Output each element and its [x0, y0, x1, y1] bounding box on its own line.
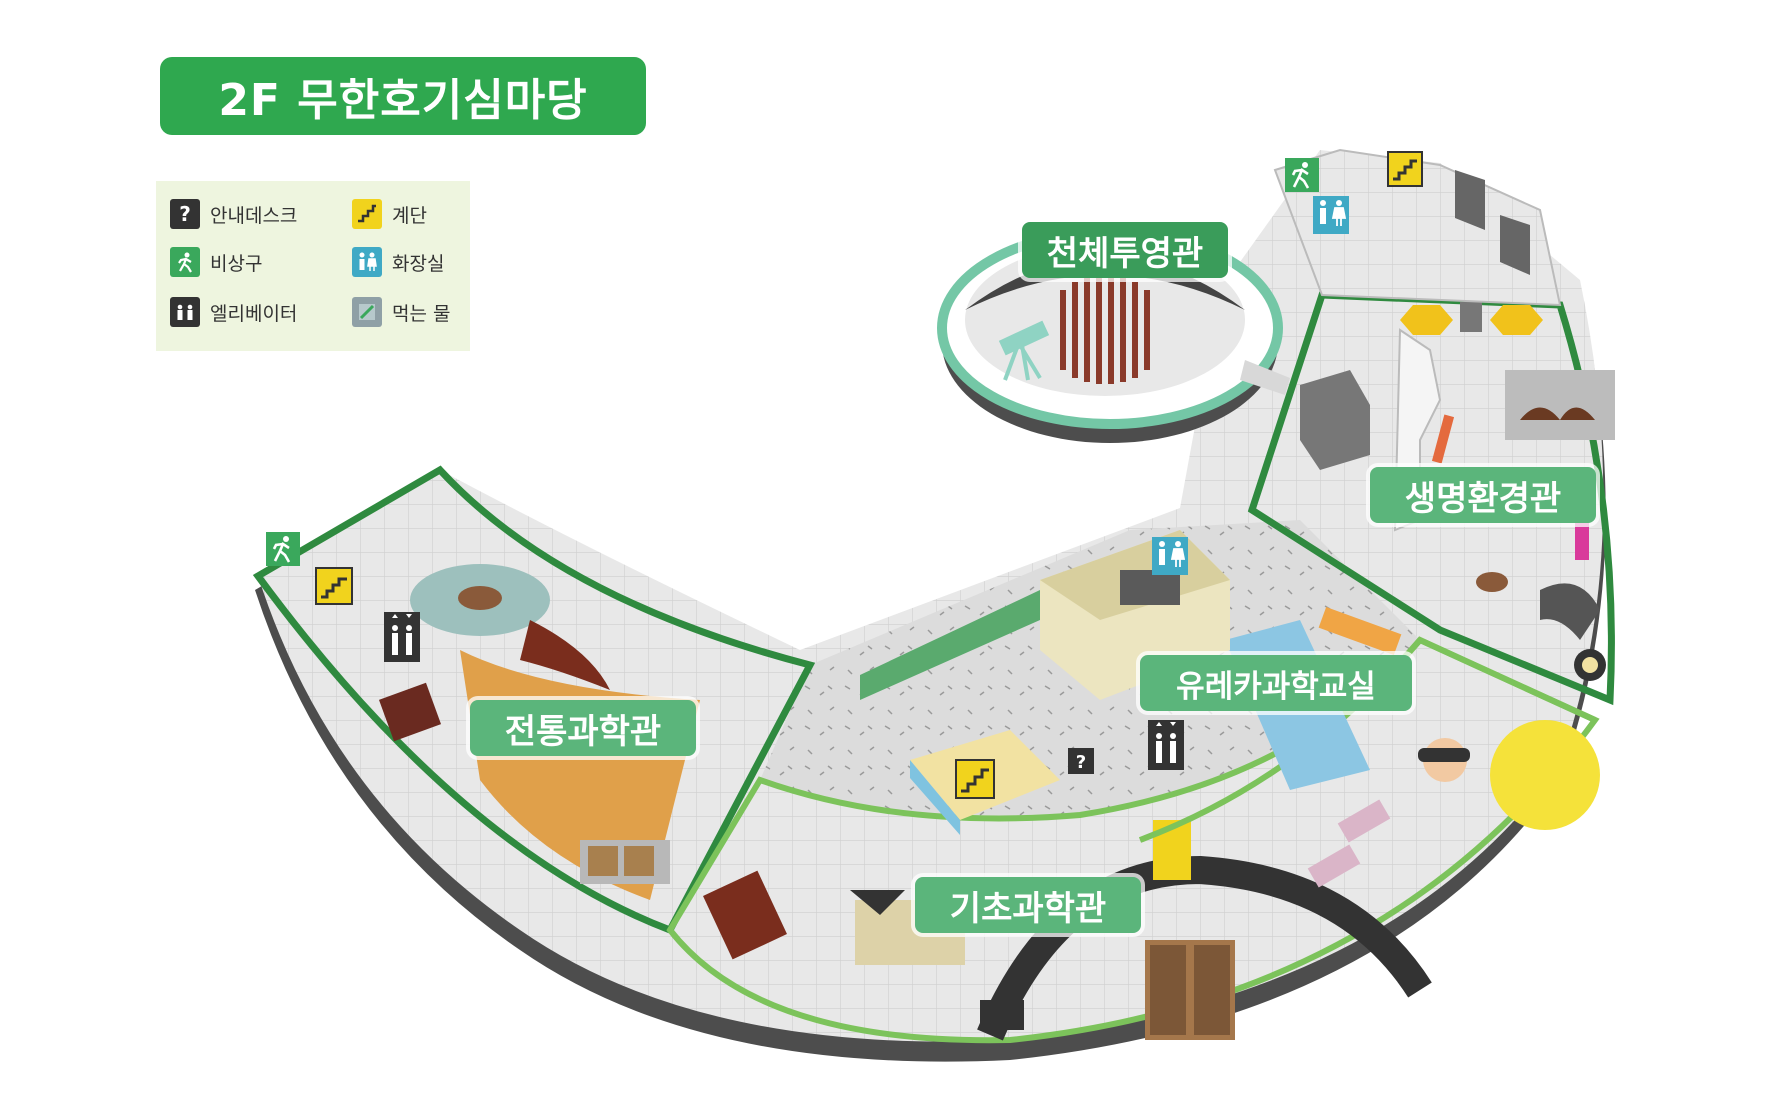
- eureka-vr-headset: [1418, 748, 1470, 762]
- zone-label-eureka-classroom[interactable]: 유레카과학교실: [1140, 655, 1412, 711]
- elevator-icon: [170, 297, 200, 327]
- legend-item-emergency-exit: 비상구: [170, 247, 262, 277]
- life-environment-small-table: [1476, 572, 1508, 592]
- stairs-icon: [352, 199, 382, 229]
- north-corridor-walls: [1273, 148, 1562, 307]
- central-platform-edge: [910, 760, 960, 835]
- basic-science-dark-block: [980, 1000, 1024, 1030]
- zone-label-planetarium[interactable]: 천체투영관: [1022, 222, 1228, 278]
- planetarium-connector: [1240, 360, 1290, 395]
- basic-science-exhibit-panel: [1150, 945, 1186, 1035]
- zone-life-environment-outline: [1247, 291, 1615, 706]
- traditional-cabinet: [378, 682, 442, 742]
- basic-science-funnel: [850, 890, 905, 915]
- basic-science-pink-bench: [1307, 844, 1361, 888]
- north-corridor-wall-block: [1455, 170, 1485, 230]
- restroom-icon: [352, 247, 382, 277]
- legend-label: 화장실: [392, 252, 445, 275]
- zone-label-life-environment[interactable]: 생명환경관: [1370, 467, 1596, 523]
- food-area-icon: [352, 297, 382, 327]
- life-environment-diorama: [1505, 370, 1615, 440]
- info-desk-icon: ?: [1068, 748, 1094, 774]
- emergency-exit-icon: [266, 532, 300, 566]
- legend-label: 먹는 물: [392, 302, 451, 325]
- life-environment-pillar: [1460, 302, 1482, 332]
- planetarium-seating: [1060, 276, 1150, 384]
- north-corridor-wall-block: [1500, 215, 1530, 275]
- info-desk-icon: ?: [170, 199, 200, 229]
- stairs-icon: [1387, 151, 1423, 187]
- restroom-icon: [1313, 196, 1349, 234]
- legend-item-stairs: 계단: [352, 199, 427, 229]
- life-environment-yellow-hex: [1400, 305, 1453, 335]
- legend-item-elevator: 엘리베이터: [170, 297, 297, 327]
- basic-science-arc-track: [977, 855, 1432, 1041]
- svg-text:?: ?: [1076, 752, 1086, 773]
- legend-label: 엘리베이터: [210, 302, 298, 325]
- central-green-glass-wall: [860, 590, 1040, 700]
- life-environment-arc-exhibit: [1540, 583, 1600, 640]
- traditional-round-center: [458, 586, 502, 610]
- stairs-icon: [955, 759, 995, 799]
- basic-science-pink-bench: [1337, 799, 1391, 843]
- zone-label-basic-science[interactable]: 기초과학관: [915, 877, 1141, 933]
- planetarium-telescope-icon: [998, 320, 1050, 381]
- legend-item-restroom: 화장실: [352, 247, 444, 277]
- legend-item-food-area: 먹는 물: [352, 297, 450, 327]
- legend-item-info-desk: ? 안내데스크: [170, 199, 297, 229]
- life-environment-orange-post: [1431, 414, 1455, 464]
- basic-science-red-shelf: [703, 870, 787, 960]
- life-environment-round-center: [1582, 657, 1598, 673]
- life-environment-dark-pavilion: [1300, 370, 1370, 470]
- life-environment-pink-panel: [1575, 520, 1589, 560]
- legend: ? 안내데스크 계단 비상구 화장실 엘리베이터 먹는 물: [156, 181, 470, 351]
- page-title: 2F 무한호기심마당: [160, 57, 646, 135]
- zone-label-traditional-science[interactable]: 전통과학관: [470, 700, 696, 756]
- traditional-artifact: [588, 846, 618, 876]
- legend-label: 안내데스크: [210, 204, 298, 227]
- restroom-icon: [1152, 537, 1188, 575]
- emergency-exit-icon: [1285, 158, 1319, 192]
- eureka-orange-bench: [1318, 606, 1402, 656]
- legend-label: 계단: [392, 204, 427, 227]
- life-environment-birds: [1520, 407, 1595, 420]
- traditional-artifact: [624, 846, 654, 876]
- basic-science-exhibit-panel: [1194, 945, 1230, 1035]
- central-building-dark-wall: [1120, 570, 1180, 605]
- legend-label: 비상구: [210, 252, 263, 275]
- stairs-icon: [315, 567, 353, 605]
- basic-science-yellow-disc: [1490, 720, 1600, 830]
- life-environment-yellow-hex: [1490, 305, 1543, 335]
- elevator-icon: [1148, 720, 1184, 770]
- traditional-boat-exhibit: [520, 620, 610, 690]
- emergency-exit-icon: [170, 247, 200, 277]
- elevator-icon: [384, 612, 420, 662]
